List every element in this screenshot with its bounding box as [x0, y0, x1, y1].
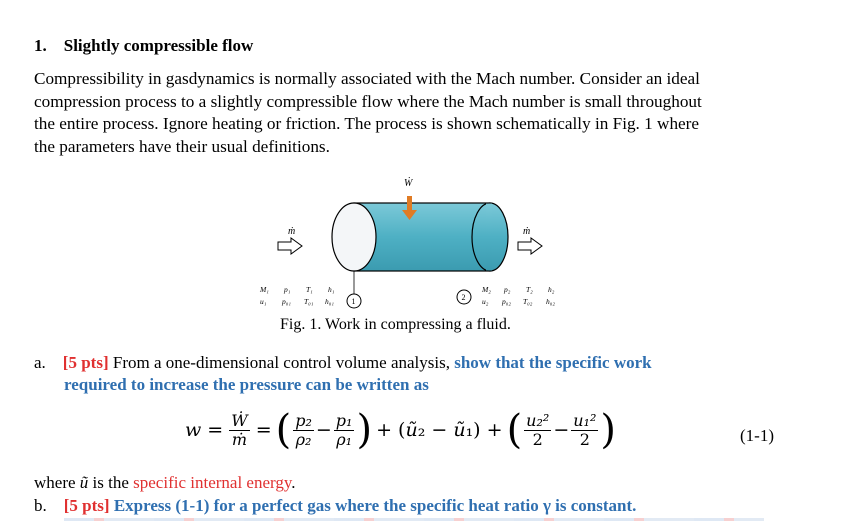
state1-h: h₁	[328, 285, 335, 294]
state2-p0: p₀₂	[501, 297, 511, 306]
state1-M: M₁	[259, 285, 269, 294]
figure-caption: Fig. 1. Work in compressing a fluid.	[280, 316, 511, 333]
mdot-in-label: ṁ	[288, 226, 295, 237]
where-term: specific internal energy	[133, 473, 292, 492]
cut-off-next-line	[64, 518, 764, 521]
inlet-arrow-icon	[277, 237, 303, 255]
part-a: a. [5 pts] From a one-dimensional contro…	[34, 352, 652, 396]
part-a-points: [5 pts]	[62, 353, 109, 372]
state2-u: u₂	[482, 297, 489, 306]
section-heading: 1. Slightly compressible flow	[34, 36, 253, 56]
state2-T: T₂	[526, 285, 533, 294]
node-1-label: 1	[352, 297, 356, 306]
where-prefix: where	[34, 473, 80, 492]
outlet-arrow-icon	[517, 237, 543, 255]
cylinder-end-left	[331, 202, 377, 272]
part-a-text: From a one-dimensional control volume an…	[108, 353, 455, 372]
intro-paragraph: Compressibility in gasdynamics is normal…	[34, 68, 834, 158]
cylinder-body	[353, 202, 491, 272]
part-b-text: Express (1-1) for a perfect gas where th…	[109, 496, 637, 515]
where-mid: is the	[88, 473, 134, 492]
intro-line: Compressibility in gasdynamics is normal…	[34, 69, 700, 88]
part-b-points: [5 pts]	[63, 496, 110, 515]
cylinder-mask	[486, 203, 492, 271]
state1-p: p₁	[283, 285, 291, 294]
state2-p: p₂	[503, 285, 511, 294]
state2-T0: T₀₂	[523, 297, 533, 306]
mdot-out-label: ṁ	[523, 226, 530, 237]
equation-lhs: w =	[185, 419, 224, 441]
state1-T0: T₀₁	[304, 297, 314, 306]
work-label: Ẇ	[404, 177, 414, 189]
section-title: Slightly compressible flow	[63, 36, 254, 55]
part-a-emph1: show that the specific work	[454, 353, 652, 372]
intro-line: compression process to a slightly compre…	[34, 91, 702, 111]
part-a-emph2: required to increase the pressure can be…	[64, 375, 429, 394]
state2-h: h₂	[548, 285, 555, 294]
intro-line: the entire process. Ignore heating or fr…	[34, 114, 700, 133]
where-suffix: .	[291, 473, 296, 492]
state2-h0: h₀₂	[546, 297, 555, 306]
part-b-letter: b.	[34, 496, 47, 515]
node-2-label: 2	[462, 293, 466, 302]
node-2-marker	[456, 289, 472, 305]
where-line: where ũ is the specific internal energy.	[34, 473, 296, 493]
compressor-diagram: Ẇ ṁ ṁ M₁ p₁ T₁ h₁ u₁ p₀₁ T₀₁ h₀₁ 1 2 M₂ …	[259, 177, 555, 309]
state1-T: T₁	[306, 285, 313, 294]
part-a-letter: a.	[34, 353, 46, 372]
state1-u: u₁	[260, 297, 267, 306]
where-symbol: ũ	[79, 473, 89, 492]
equation-number: (1-1)	[740, 426, 774, 445]
intro-line: the parameters have their usual definiti…	[34, 136, 330, 156]
state1-h0: h₀₁	[325, 297, 334, 306]
compressor-figure: Ẇ ṁ ṁ M₁ p₁ T₁ h₁ u₁ p₀₁ T₀₁ h₀₁ 1 2 M₂ …	[250, 170, 570, 320]
state2-M: M₂	[481, 285, 491, 294]
work-arrow-shaft	[407, 196, 412, 212]
state1-p0: p₀₁	[281, 297, 291, 306]
section-number: 1.	[34, 36, 47, 55]
part-b: b. [5 pts] Express (1-1) for a perfect g…	[34, 496, 636, 516]
work-arrow-head	[402, 210, 417, 220]
